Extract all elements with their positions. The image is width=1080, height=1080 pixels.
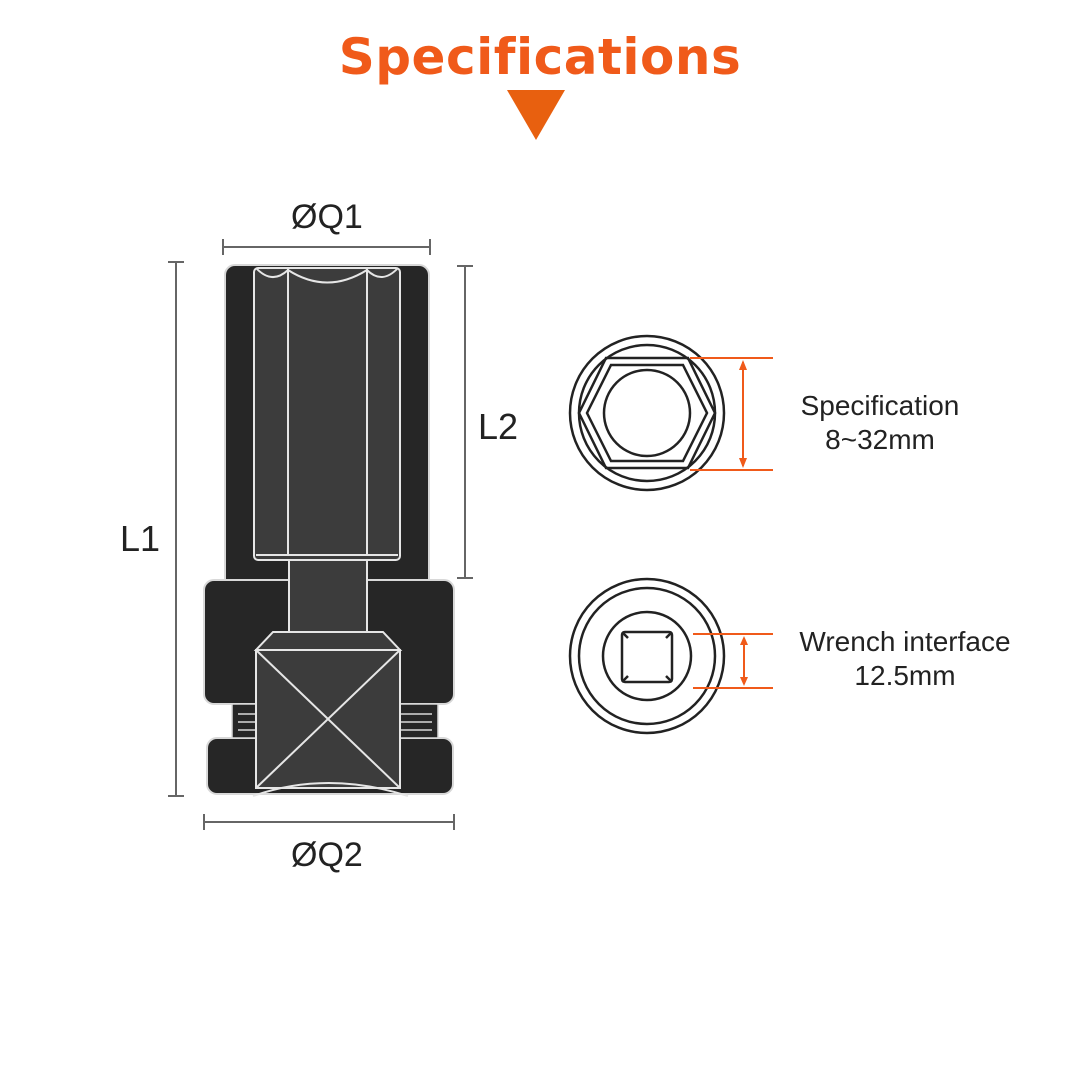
l2-depth-label: L2	[478, 406, 519, 447]
q1-diameter-label: ØQ1	[291, 198, 363, 236]
wrench-interface-value: 12.5mm	[854, 660, 956, 691]
wrench-interface-label: Wrench interface 12.5mm	[785, 625, 1025, 693]
hex-dimension-lines	[690, 357, 773, 471]
square-end-view	[568, 577, 773, 735]
hex-spec-title: Specification	[800, 390, 960, 421]
hex-spec-label: Specification 8~32mm	[780, 389, 980, 457]
socket-side-view	[168, 239, 473, 830]
page-title: Specifications	[338, 28, 742, 86]
hex-end-view	[568, 334, 773, 492]
l1-length-label: L1	[120, 518, 161, 559]
square-dimension-lines	[693, 633, 773, 689]
hex-spec-value: 8~32mm	[825, 424, 935, 455]
q2-diameter-label: ØQ2	[291, 836, 363, 874]
triangle-down-icon	[507, 90, 565, 140]
wrench-interface-title: Wrench interface	[799, 626, 1011, 657]
